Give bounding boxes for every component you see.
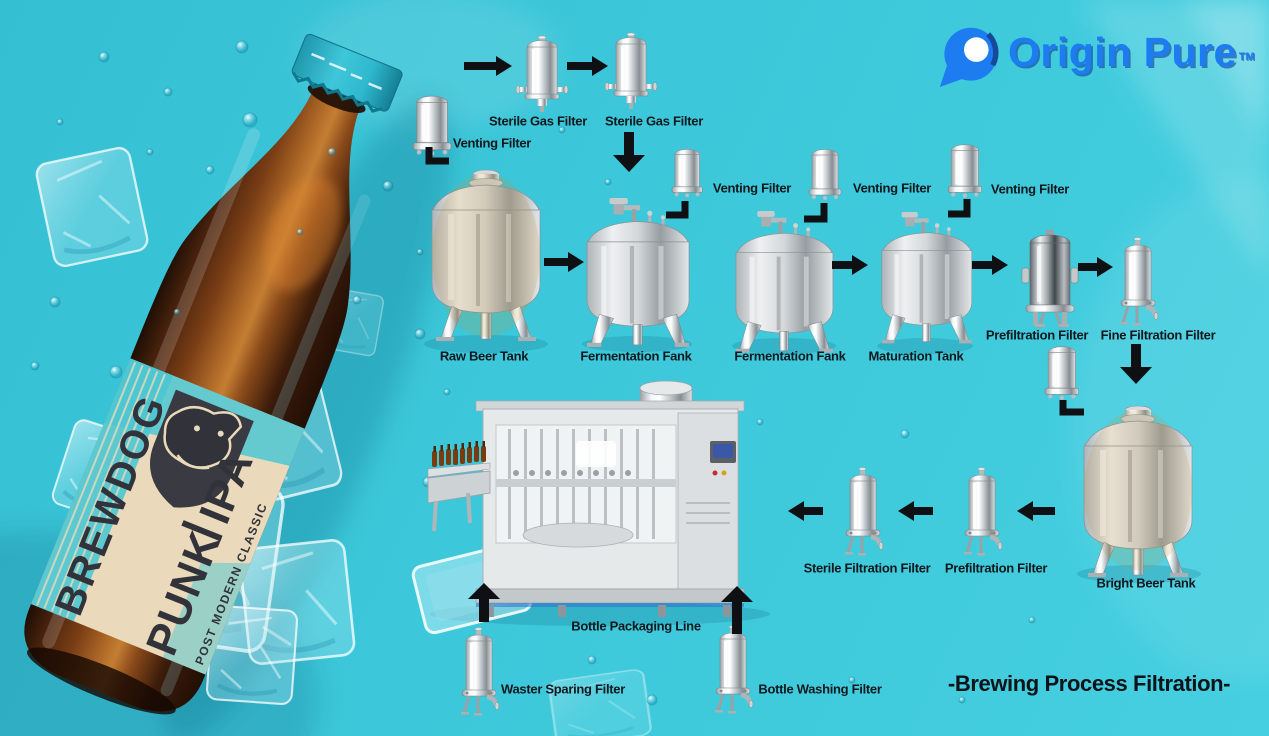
flow-arrow bbox=[468, 583, 500, 622]
prefiltration-filter-icon bbox=[1020, 228, 1080, 330]
flow-arrow bbox=[972, 255, 1008, 275]
label-bottle-packaging-line: Bottle Packaging Line bbox=[571, 618, 701, 634]
label-venting-filter: Venting Filter bbox=[712, 180, 792, 196]
label-venting-filter: Venting Filter bbox=[452, 135, 532, 151]
flow-arrows bbox=[464, 56, 1152, 634]
poster-title: -Brewing Process Filtration- bbox=[947, 671, 1231, 696]
flow-arrow bbox=[1017, 501, 1055, 521]
bottle-washing-filter-icon bbox=[715, 626, 753, 714]
vent-connector bbox=[666, 201, 689, 219]
flow-arrow bbox=[613, 132, 645, 172]
label-sterile-gas-filter: Sterile Gas Filter bbox=[489, 113, 587, 129]
flow-arrow bbox=[567, 56, 608, 76]
sterile-filtration-filter-icon bbox=[845, 468, 883, 556]
label-venting-filter: Venting Filter bbox=[852, 180, 932, 196]
flow-arrow bbox=[1120, 344, 1152, 384]
vent-connector bbox=[948, 199, 971, 218]
bottle-packaging-line-icon bbox=[411, 380, 745, 635]
bright-beer-tank-icon bbox=[1083, 405, 1193, 578]
logo-brand-text: Origin Pure bbox=[1008, 29, 1237, 75]
maturation-tank-icon bbox=[881, 211, 973, 344]
flow-arrow bbox=[832, 255, 868, 275]
waster-sparing-filter-icon bbox=[461, 628, 499, 716]
bottle-cap bbox=[291, 33, 403, 113]
label-sterile-filtration-filter: Sterile Filtration Filter bbox=[803, 560, 931, 576]
venting-filter-icon bbox=[412, 95, 452, 157]
prefiltration-filter-icon bbox=[964, 468, 1002, 556]
fine-filtration-filter-icon bbox=[1120, 238, 1158, 326]
label-fermentation-tank: Fermentation Fank bbox=[580, 348, 692, 364]
flow-arrow bbox=[898, 501, 933, 521]
label-bright-beer-tank: Bright Beer Tank bbox=[1096, 575, 1196, 591]
vent-connector bbox=[804, 203, 828, 223]
flow-arrow bbox=[1078, 257, 1113, 277]
flow-arrow bbox=[721, 586, 753, 634]
flow-arrow bbox=[788, 501, 823, 521]
logo-trademark: TM bbox=[1238, 50, 1255, 63]
vent-connectors bbox=[425, 147, 1084, 416]
vent-connector bbox=[425, 147, 449, 165]
sterile-gas-filter-icon bbox=[604, 32, 658, 110]
label-fine-filtration-filter: Fine Filtration Filter bbox=[1100, 327, 1216, 343]
venting-filter-icon bbox=[947, 144, 983, 199]
label-sterile-gas-filter: Sterile Gas Filter bbox=[605, 113, 703, 129]
label-prefiltration-filter: Prefiltration Filter bbox=[944, 560, 1048, 576]
label-raw-beer-tank: Raw Beer Tank bbox=[439, 348, 529, 364]
label-bottle-washing-filter: Bottle Washing Filter bbox=[758, 681, 882, 697]
fermentation-tank-icon bbox=[586, 197, 690, 348]
flow-arrow bbox=[464, 56, 512, 76]
label-maturation-tank: Maturation Tank bbox=[868, 348, 964, 364]
venting-filter-icon bbox=[1044, 346, 1080, 401]
label-prefiltration-filter: Prefiltration Filter bbox=[985, 327, 1089, 343]
sterile-gas-filter-icon bbox=[515, 35, 569, 113]
vent-connector bbox=[1059, 400, 1084, 416]
raw-beer-tank-icon bbox=[431, 169, 541, 342]
water-drop-icon bbox=[939, 27, 999, 87]
label-fermentation-tank: Fermentation Fank bbox=[734, 348, 846, 364]
label-waster-sparing-filter: Waster Sparing Filter bbox=[501, 681, 625, 697]
fermentation-tank-icon bbox=[735, 210, 834, 354]
label-venting-filter: Venting Filter bbox=[990, 181, 1070, 197]
flow-arrow bbox=[544, 252, 584, 272]
venting-filter-icon bbox=[671, 148, 703, 198]
venting-filter-icon bbox=[808, 149, 842, 201]
dog-shield-logo bbox=[150, 389, 254, 508]
